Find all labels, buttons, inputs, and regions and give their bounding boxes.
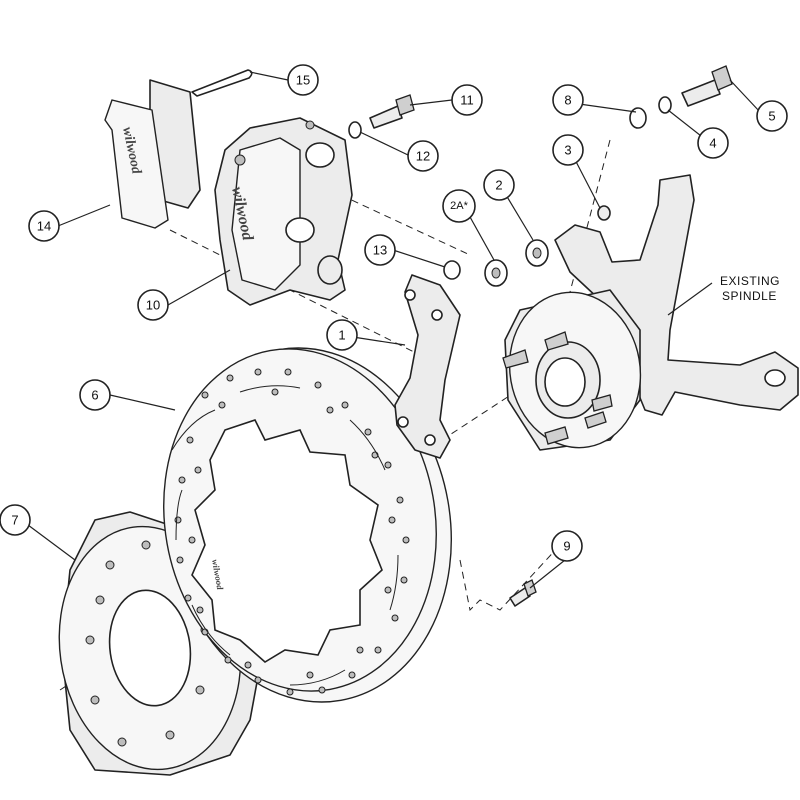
callout-8: 8 — [552, 84, 584, 116]
callout-12-number: 12 — [416, 149, 430, 164]
bolt-9 — [509, 579, 537, 607]
spindle-label-line1: EXISTING — [720, 274, 780, 288]
callout-1-number: 1 — [338, 328, 345, 343]
washer-8 — [629, 107, 647, 129]
washer-2 — [525, 239, 549, 267]
callout-4-number: 4 — [709, 136, 716, 151]
callout-3: 3 — [552, 134, 584, 166]
callout-13: 13 — [364, 234, 396, 266]
callout-14-number: 14 — [37, 219, 51, 234]
wheel-studs — [502, 331, 613, 445]
spindle-assembly — [502, 174, 799, 451]
rotor-drill-holes — [174, 368, 410, 696]
spacer-3 — [597, 205, 611, 221]
callout-9: 9 — [551, 530, 583, 562]
bolt-5 — [681, 65, 733, 107]
callout-2a-number: 2A* — [450, 200, 468, 212]
callout-1: 1 — [326, 319, 358, 351]
washer-4 — [658, 96, 672, 114]
callout-2a: 2A* — [442, 189, 476, 223]
callout-10: 10 — [137, 289, 169, 321]
callout-15: 15 — [287, 64, 319, 96]
spindle-label-line2: SPINDLE — [722, 289, 777, 303]
drilled-rotor: wilwood — [163, 347, 452, 703]
callout-9-number: 9 — [563, 539, 570, 554]
bolt-11 — [369, 94, 415, 129]
callout-14: 14 — [28, 210, 60, 242]
washer-2a — [484, 259, 508, 287]
callout-6-number: 6 — [91, 388, 98, 403]
callout-5-number: 5 — [768, 109, 775, 124]
callout-7: 7 — [0, 504, 31, 536]
caliper-bracket — [394, 274, 461, 459]
callout-13-number: 13 — [373, 243, 387, 258]
washer-12 — [348, 121, 362, 139]
callout-8-number: 8 — [564, 93, 571, 108]
brake-pads: wilwood — [104, 79, 201, 229]
callout-5: 5 — [756, 100, 788, 132]
callout-7-number: 7 — [11, 513, 18, 528]
callout-6: 6 — [79, 379, 111, 411]
callout-11-number: 11 — [460, 93, 474, 108]
callout-2: 2 — [483, 169, 515, 201]
callout-12: 12 — [407, 140, 439, 172]
callout-10-number: 10 — [146, 298, 160, 313]
callout-15-number: 15 — [296, 73, 310, 88]
callout-4: 4 — [697, 127, 729, 159]
callout-2-number: 2 — [495, 178, 502, 193]
caliper: wilwood — [214, 117, 353, 306]
existing-spindle-label: EXISTING SPINDLE — [720, 274, 780, 303]
washer-13 — [443, 260, 461, 280]
rotor-slots — [171, 385, 399, 686]
callout-11: 11 — [451, 84, 483, 116]
cotter-pin — [191, 69, 253, 97]
callout-3-number: 3 — [564, 143, 571, 158]
